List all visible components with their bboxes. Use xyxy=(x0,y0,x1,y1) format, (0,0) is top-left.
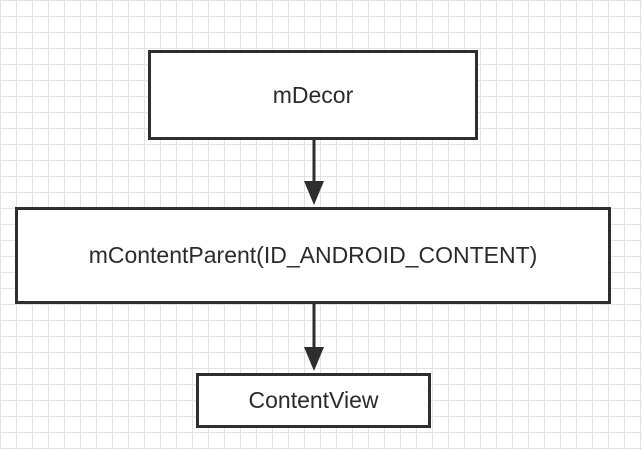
node-label: mContentParent(ID_ANDROID_CONTENT) xyxy=(88,242,538,268)
edge-decor-to-content-parent xyxy=(304,140,324,205)
node-label: ContentView xyxy=(248,387,379,413)
node-label: mDecor xyxy=(272,81,354,108)
node-contentview[interactable]: ContentView xyxy=(196,373,431,428)
arrowhead-icon xyxy=(304,347,324,371)
node-mcontentparent[interactable]: mContentParent(ID_ANDROID_CONTENT) xyxy=(15,207,611,304)
node-mdecor[interactable]: mDecor xyxy=(148,50,478,140)
edge-content-parent-to-content-view xyxy=(304,304,324,371)
arrowhead-icon xyxy=(304,181,324,205)
